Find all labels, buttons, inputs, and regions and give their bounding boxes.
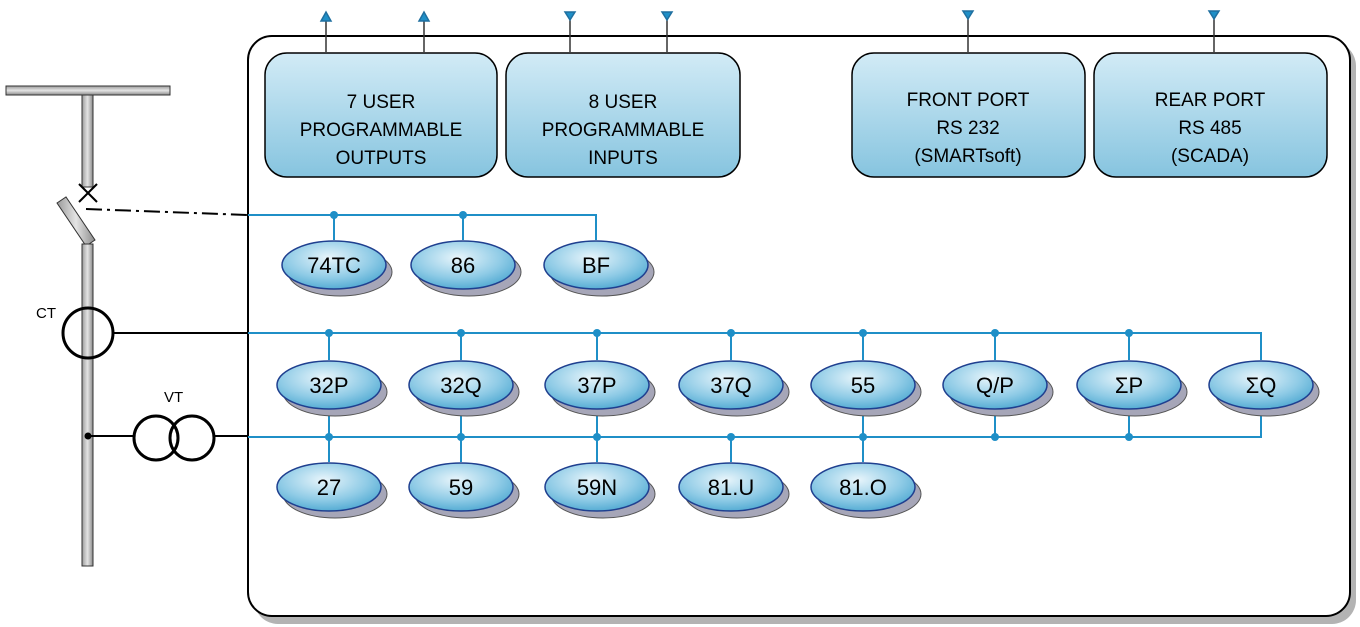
function-55: 55: [851, 373, 875, 398]
function-oval: 55: [810, 360, 922, 417]
outputs-line-2: PROGRAMMABLE: [300, 120, 463, 141]
function-86: 86: [451, 253, 475, 278]
function-oval: 32P: [276, 360, 388, 417]
front-port-box: FRONT PORT RS 232 (SMARTsoft): [851, 52, 1086, 178]
breaker-trip-link: [85, 208, 249, 216]
rear-port-line-3: (SCADA): [1171, 146, 1249, 167]
port-arrow-down-icon: [1207, 10, 1221, 21]
ct-label: CT: [36, 305, 56, 322]
function-oval: Q/P: [942, 360, 1054, 417]
vt-label: VT: [164, 389, 183, 406]
function-oval: 81.U: [678, 462, 790, 519]
outputs-line-1: 7 USER: [347, 92, 416, 113]
rear-port-line-2: RS 485: [1178, 118, 1241, 139]
function-59n: 59N: [577, 475, 617, 500]
function-oval: 37P: [544, 360, 656, 417]
function-37q: 37Q: [710, 373, 752, 398]
input-arrow-down-icon: [563, 11, 577, 22]
function-32p: 32P: [309, 373, 348, 398]
front-port-line-1: FRONT PORT: [907, 90, 1030, 111]
inputs-line-2: PROGRAMMABLE: [542, 120, 705, 141]
breaker-function-ovals: 74TC 86 BF: [281, 240, 655, 297]
relay-enclosure: [247, 35, 1351, 617]
inputs-line-1: 8 USER: [589, 92, 658, 113]
rear-port-line-1: REAR PORT: [1155, 90, 1266, 111]
output-arrow-up-icon: [417, 10, 431, 22]
function-37p: 37P: [577, 373, 616, 398]
feeder-conductor-lower: [81, 243, 94, 567]
vt-circle-secondary: [168, 414, 216, 462]
outputs-box: 7 USER PROGRAMMABLE OUTPUTS: [264, 52, 498, 178]
function-oval: 59N: [544, 462, 656, 519]
function-oval: 32Q: [408, 360, 520, 417]
function-oval: 27: [276, 462, 388, 519]
io-terminals: [319, 10, 1221, 52]
vt-circle-primary: [132, 414, 180, 462]
inputs-box: 8 USER PROGRAMMABLE INPUTS: [505, 52, 741, 178]
function-oval: 81.O: [810, 462, 922, 519]
function-oval: 37Q: [678, 360, 790, 417]
function-32q: 32Q: [440, 373, 482, 398]
front-port-line-3: (SMARTsoft): [914, 146, 1021, 167]
inputs-line-3: INPUTS: [588, 148, 658, 169]
function-oval: 59: [408, 462, 520, 519]
isolator-x-icon: [78, 183, 98, 203]
rear-port-box: REAR PORT RS 485 (SCADA): [1093, 52, 1328, 178]
function-oval: ΣQ: [1208, 360, 1320, 417]
function-59: 59: [449, 475, 473, 500]
function-oval: 74TC: [281, 240, 393, 297]
function-oval: ΣP: [1076, 360, 1188, 417]
output-arrow-up-icon: [319, 10, 333, 22]
breaker-blade: [56, 196, 96, 247]
function-sigma-p: ΣP: [1115, 373, 1143, 398]
ct-function-ovals: 32P 32Q 37P 37Q 55 Q/P: [276, 360, 1320, 417]
function-sigma-q: ΣQ: [1246, 373, 1277, 398]
busbar: [5, 85, 171, 96]
front-port-line-2: RS 232: [936, 118, 999, 139]
function-81o: 81.O: [839, 475, 887, 500]
function-oval: BF: [543, 240, 655, 297]
vt-function-ovals: 27 59 59N 81.U 81.O: [276, 462, 922, 519]
junction-dots: [325, 211, 1133, 441]
input-arrow-down-icon: [660, 11, 674, 22]
port-arrow-down-icon: [961, 10, 975, 21]
function-q-p: Q/P: [976, 373, 1014, 398]
function-oval: 86: [410, 240, 522, 297]
function-81u: 81.U: [708, 475, 754, 500]
function-bf: BF: [582, 253, 610, 278]
outputs-line-3: OUTPUTS: [336, 148, 427, 169]
function-74tc: 74TC: [307, 253, 361, 278]
function-27: 27: [317, 475, 341, 500]
feeder-conductor-upper: [81, 94, 94, 188]
